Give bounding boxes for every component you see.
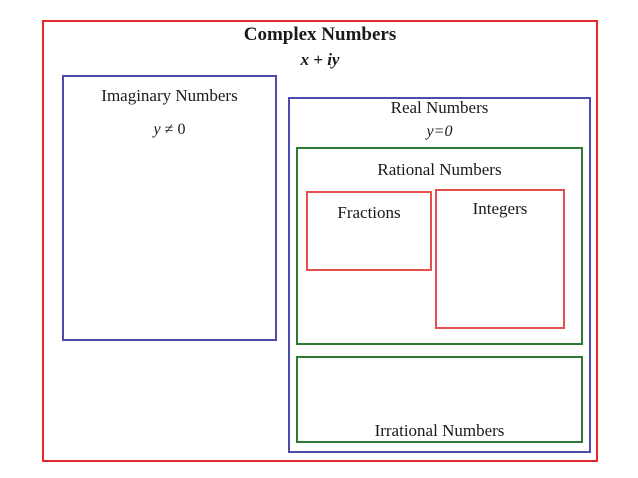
fractions-label: Fractions (337, 203, 401, 222)
set-box-fractions (306, 191, 432, 271)
complex-formula-label: x + iy (300, 50, 340, 69)
set-box-imaginary-numbers (62, 75, 277, 341)
set-box-real-numbers (288, 97, 591, 453)
real-numbers-label: Real Numbers (390, 98, 489, 117)
set-box-complex-numbers (42, 20, 598, 462)
rational-numbers-label: Rational Numbers (377, 160, 502, 179)
imaginary-numbers-label: Imaginary Numbers (101, 86, 238, 105)
imaginary-condition-rest: ≠ 0 (160, 121, 186, 138)
integers-label: Integers (472, 199, 528, 218)
irrational-numbers-label: Irrational Numbers (374, 421, 505, 440)
page-title: Complex Numbers (243, 24, 397, 45)
set-box-irrational-numbers (296, 356, 583, 443)
real-condition-label: y=0 (426, 123, 453, 140)
set-box-integers (435, 189, 565, 329)
imaginary-condition-variable: y (153, 121, 161, 138)
set-box-rational-numbers (296, 147, 583, 345)
imaginary-condition-label: y ≠ 0 (62, 121, 277, 139)
